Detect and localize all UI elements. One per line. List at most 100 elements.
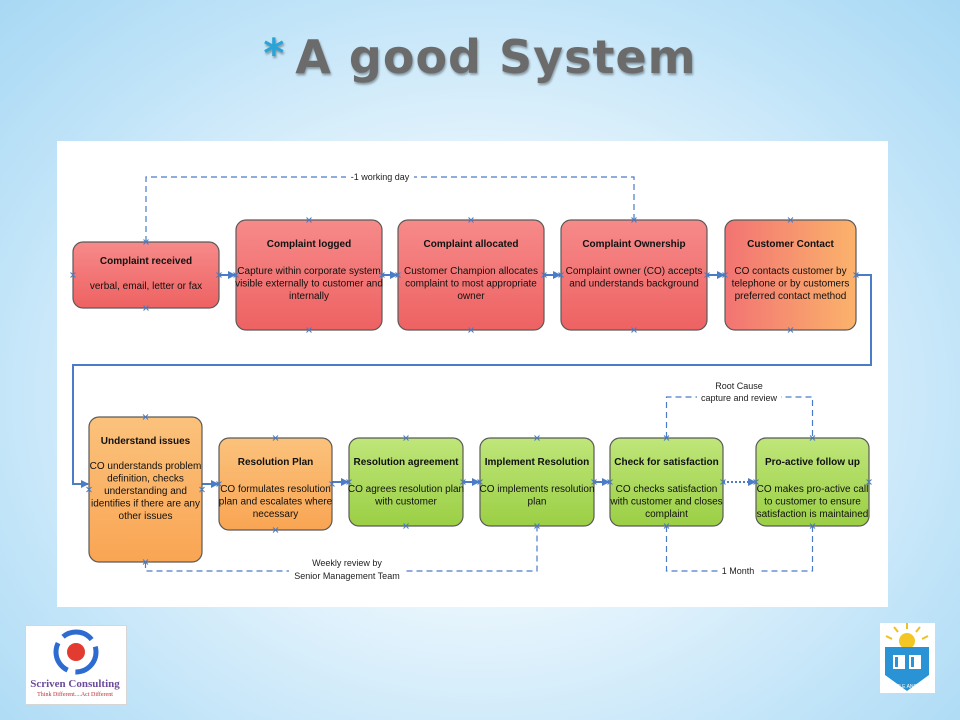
connection-point [809, 523, 816, 529]
connection-point [460, 479, 466, 485]
scriven-consulting-logo [25, 625, 127, 705]
connection-point [142, 414, 149, 420]
box-shape [479, 437, 595, 527]
connection-point [468, 217, 474, 223]
connection-point [143, 239, 149, 245]
box-description-line: and understands background [569, 279, 699, 290]
box-shape [348, 437, 464, 527]
box-description-line: understanding and [104, 486, 187, 497]
connection-point [631, 217, 637, 223]
box-description-line: identifies if there are any [91, 499, 200, 510]
diagram-panel: Complaint received verbal, email, letter … [57, 141, 888, 607]
box-title: Customer Contact [747, 239, 834, 250]
box-description-line: telephone or by customers [732, 279, 850, 290]
connection-point [787, 217, 794, 223]
box-description-line: CO makes pro-active call [757, 484, 869, 495]
connection-point [379, 272, 385, 278]
connection-point [663, 435, 670, 441]
box-description-line: to customer to ensure [764, 497, 861, 508]
root-cause-note-line2: capture and review [701, 393, 778, 403]
connection-point [534, 523, 540, 529]
box-description-line: plan [528, 497, 547, 508]
dashed-feedback-line [145, 176, 635, 242]
one-month-note-bg [718, 565, 758, 577]
dashed-feedback-line [665, 526, 814, 572]
process-box-resolution-plan: Resolution Plan CO formulates resolution p… [216, 435, 335, 533]
connection-point [468, 327, 474, 333]
one-month-note: 1 Month [722, 566, 755, 576]
connection-point [329, 481, 335, 487]
slide-title-text: A good System [295, 30, 697, 84]
connection-point [233, 272, 239, 278]
connection-point [631, 327, 637, 333]
box-description-line: CO formulates resolution [220, 484, 331, 495]
box-title: Pro-active follow up [765, 457, 860, 468]
weekly-review-note-line2: Senior Management Team [294, 571, 399, 581]
box-title: Complaint allocated [423, 239, 518, 250]
connection-point [403, 435, 409, 441]
box-description-line: Customer Champion allocates [404, 266, 538, 277]
slide-title: *A good System [0, 30, 960, 84]
connection-point [306, 327, 312, 333]
connection-point [663, 523, 670, 529]
box-title: Complaint received [100, 256, 192, 267]
box-title: Complaint Ownership [582, 239, 685, 250]
connection-point [306, 217, 312, 223]
connection-point [395, 272, 401, 278]
box-description-line: other issues [119, 511, 173, 522]
box-description-line: visible externally to customer and [235, 279, 383, 290]
connection-point [346, 479, 352, 485]
connection-point [403, 523, 409, 529]
connection-point [143, 305, 149, 311]
flow-arrow [72, 274, 872, 488]
root-cause-note-line1: Root Cause [715, 381, 763, 391]
working-day-note-bg [346, 171, 414, 183]
scriven-emblem-icon [53, 629, 99, 675]
box-description-line: CO contacts customer by [734, 266, 846, 277]
box-description-line: Complaint owner (CO) accepts [566, 266, 703, 277]
box-description-line: with customer and closes [609, 497, 722, 508]
school-crest-icon [885, 623, 929, 691]
connection-point [853, 272, 859, 278]
connection-point [704, 272, 710, 278]
connection-point [272, 527, 279, 533]
connection-point [70, 272, 76, 278]
box-description-line: satisfaction is maintained [757, 509, 869, 520]
box-description-line: necessary [253, 509, 299, 520]
connection-point [272, 435, 279, 441]
box-description-line: Capture within corporate system [237, 266, 380, 277]
connection-point [720, 479, 726, 485]
process-box-customer-contact: Customer Contact CO contacts customer by t… [722, 217, 859, 333]
connection-point [534, 435, 540, 441]
connection-point [142, 559, 149, 565]
box-description-line: verbal, email, letter or fax [90, 281, 202, 292]
scriven-logo-name: Scriven Consulting [30, 678, 120, 690]
box-shape [72, 241, 220, 309]
box-title: Implement Resolution [485, 457, 589, 468]
box-description-line: complaint [645, 509, 688, 520]
connection-point [199, 486, 205, 493]
box-description-line: complaint to most appropriate [405, 279, 537, 290]
box-description-line: with customer [374, 497, 437, 508]
connection-point [809, 435, 816, 441]
connection-point [722, 272, 728, 278]
box-title: Resolution Plan [238, 457, 314, 468]
box-title: Check for satisfaction [614, 457, 718, 468]
school-crest-logo [880, 623, 935, 693]
process-box-pro-active-follow-up: Pro-active follow up CO makes pro-active … [753, 435, 872, 529]
school-crest-caption: LITTLE ANGELS HIGH SCHOOL [889, 684, 927, 690]
boxes-layer: Complaint received verbal, email, letter … [70, 217, 872, 565]
box-description-line: plan and escalates where [219, 497, 333, 508]
box-description-line: CO checks satisfaction [616, 484, 718, 495]
box-description-line: preferred contact method [735, 291, 847, 302]
box-title: Complaint logged [267, 239, 351, 250]
connection-point [216, 481, 222, 487]
box-description-line: definition, checks [107, 474, 184, 485]
connection-point [86, 486, 92, 493]
